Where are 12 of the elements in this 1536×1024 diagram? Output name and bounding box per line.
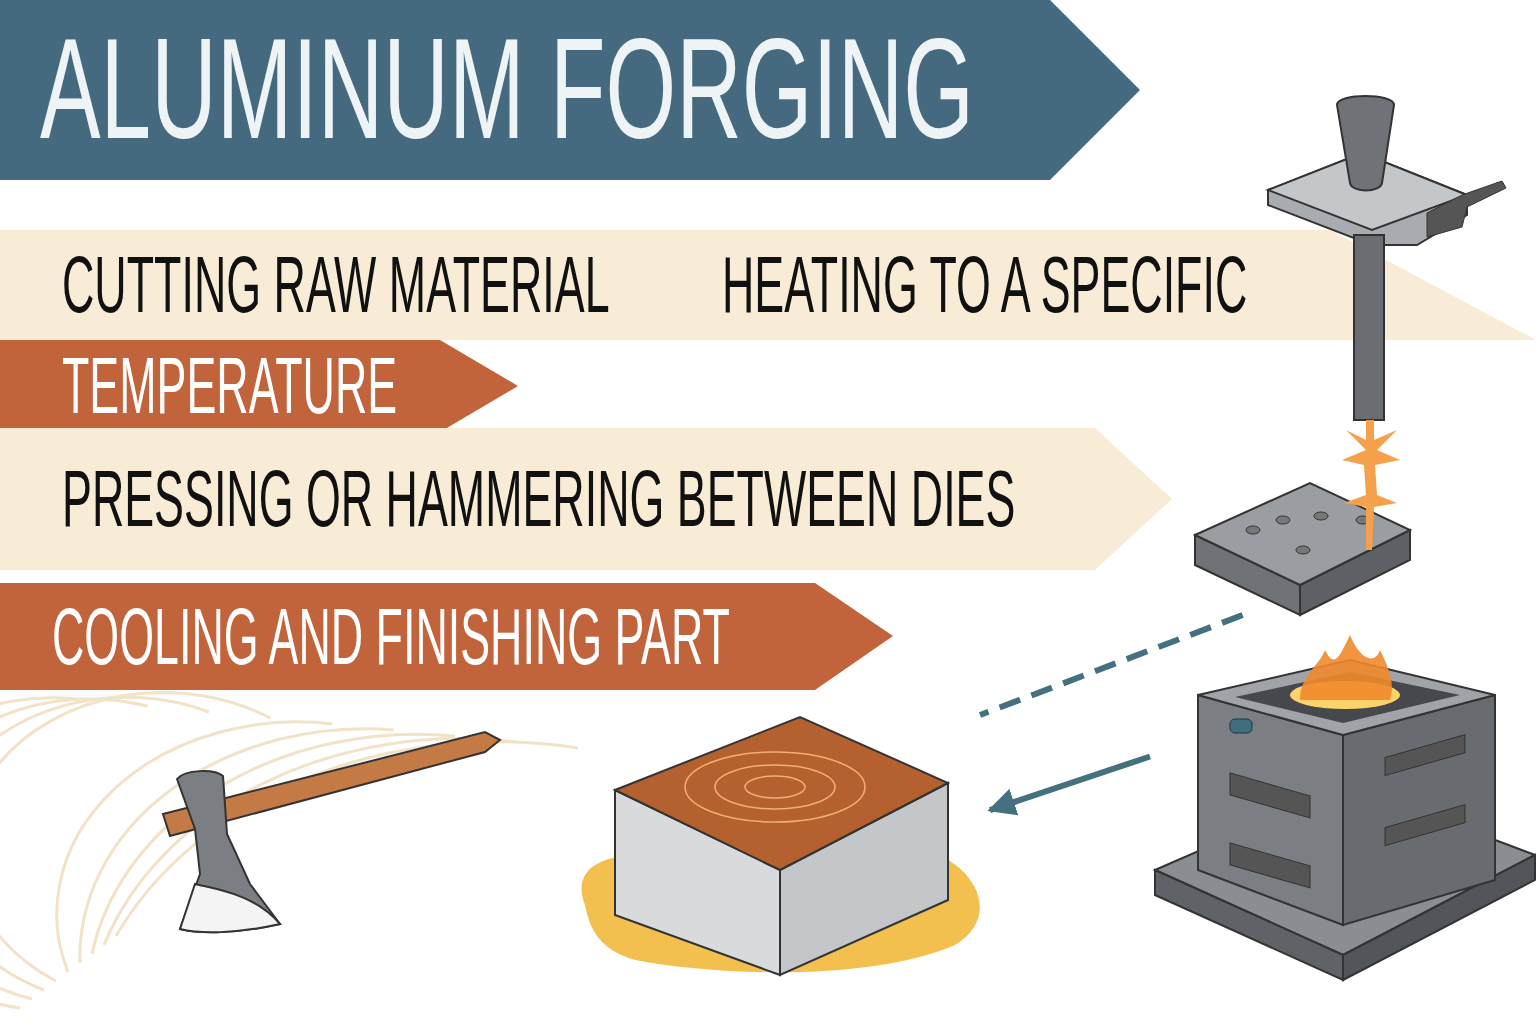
step-label: TEMPERATURE — [62, 346, 398, 426]
step-label: PRESSING OR HAMMERING BETWEEN DIES — [62, 459, 1016, 539]
step-banner — [0, 583, 893, 690]
die-plate-drawing — [1193, 480, 1410, 615]
step-label: CUTTING RAW MATERIAL — [62, 245, 610, 325]
arrow — [987, 753, 1151, 816]
title-banner: ALUMINUM FORGING — [0, 0, 1140, 180]
step-label: COOLING AND FINISHING PART — [52, 596, 730, 677]
step-banner — [0, 428, 1172, 570]
step-banner — [0, 230, 1536, 340]
dashed-line — [979, 612, 1244, 718]
step-label: HEATING TO A SPECIFIC — [722, 245, 1248, 325]
